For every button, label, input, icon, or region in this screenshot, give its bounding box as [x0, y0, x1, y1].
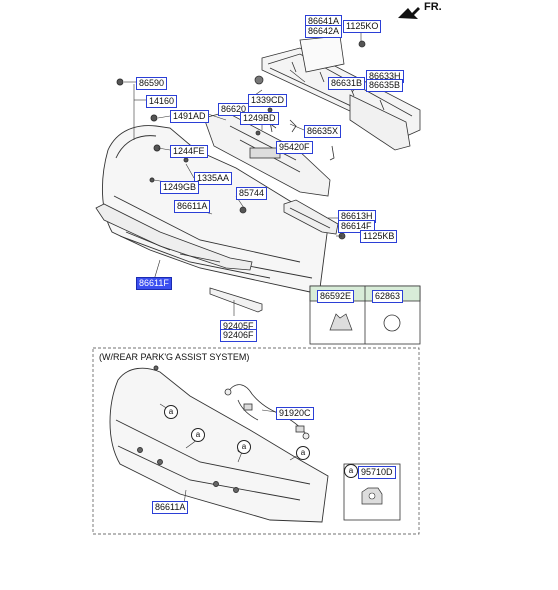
part-label-85744[interactable]: 85744: [236, 187, 268, 200]
part-label-86613h[interactable]: 86613H: [338, 210, 376, 223]
part-label-1125ko[interactable]: 1125KO: [343, 20, 382, 33]
part-label-1249bd[interactable]: 1249BD: [240, 112, 279, 125]
energy-absorber: [203, 107, 335, 197]
part-label-1491ad[interactable]: 1491AD: [170, 110, 209, 123]
part-label-1125kb[interactable]: 1125KB: [360, 230, 398, 243]
part-label-86592e[interactable]: 86592E: [317, 290, 355, 303]
part-label-62863[interactable]: 62863: [372, 290, 404, 303]
reflector-strip: [209, 287, 263, 313]
park-assist-wiring: [224, 384, 310, 440]
park-assist-section-frame: [92, 347, 420, 535]
front-arrow-icon: [398, 7, 420, 19]
callout-marker: a: [237, 440, 251, 454]
part-label-86642a[interactable]: 86642A: [305, 25, 343, 38]
front-direction-label: FR.: [424, 1, 442, 13]
part-label-91920c[interactable]: 91920C: [276, 407, 314, 420]
callout-marker: a: [344, 464, 358, 478]
callout-marker: a: [191, 428, 205, 442]
callout-marker: a: [296, 446, 310, 460]
part-label-1244fe[interactable]: 1244FE: [170, 145, 208, 158]
part-label-86635x[interactable]: 86635X: [304, 125, 342, 138]
part-label-86611a-park-assist[interactable]: 86611A: [152, 501, 189, 514]
part-label-86611f[interactable]: 86611F: [136, 277, 172, 290]
lower-diffuser: [95, 203, 253, 271]
part-label-1335aa[interactable]: 1335AA: [194, 172, 233, 185]
callout-marker: a: [164, 405, 178, 419]
section-title: (W/REAR PARK'G ASSIST SYSTEM): [99, 352, 250, 362]
part-label-14160[interactable]: 14160: [146, 95, 178, 108]
part-label-1249gb[interactable]: 1249GB: [160, 181, 200, 194]
part-label-86631b[interactable]: 86631B: [328, 77, 366, 90]
part-label-95420f[interactable]: 95420F: [276, 141, 313, 154]
rear-bumper-cover-park-assist: [109, 365, 329, 523]
part-label-86611a[interactable]: 86611A: [174, 200, 211, 213]
part-label-86590[interactable]: 86590: [136, 77, 168, 90]
part-label-86614f[interactable]: 86614F: [338, 220, 375, 233]
part-label-86635b[interactable]: 86635B: [366, 79, 404, 92]
bumper-beam: [254, 35, 421, 151]
part-label-92406f[interactable]: 92406F: [220, 329, 257, 342]
part-label-95710d[interactable]: 95710D: [358, 466, 396, 479]
part-label-1339cd[interactable]: 1339CD: [248, 94, 288, 107]
